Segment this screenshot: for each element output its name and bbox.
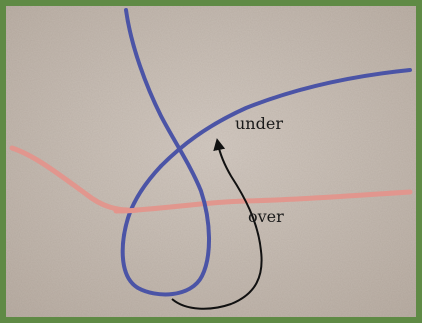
yarn-photo (6, 6, 416, 317)
over-label: over (248, 209, 284, 225)
carpet-background (6, 6, 416, 317)
pink-yarn-over-segment (116, 210, 138, 211)
under-label: under (235, 116, 283, 132)
